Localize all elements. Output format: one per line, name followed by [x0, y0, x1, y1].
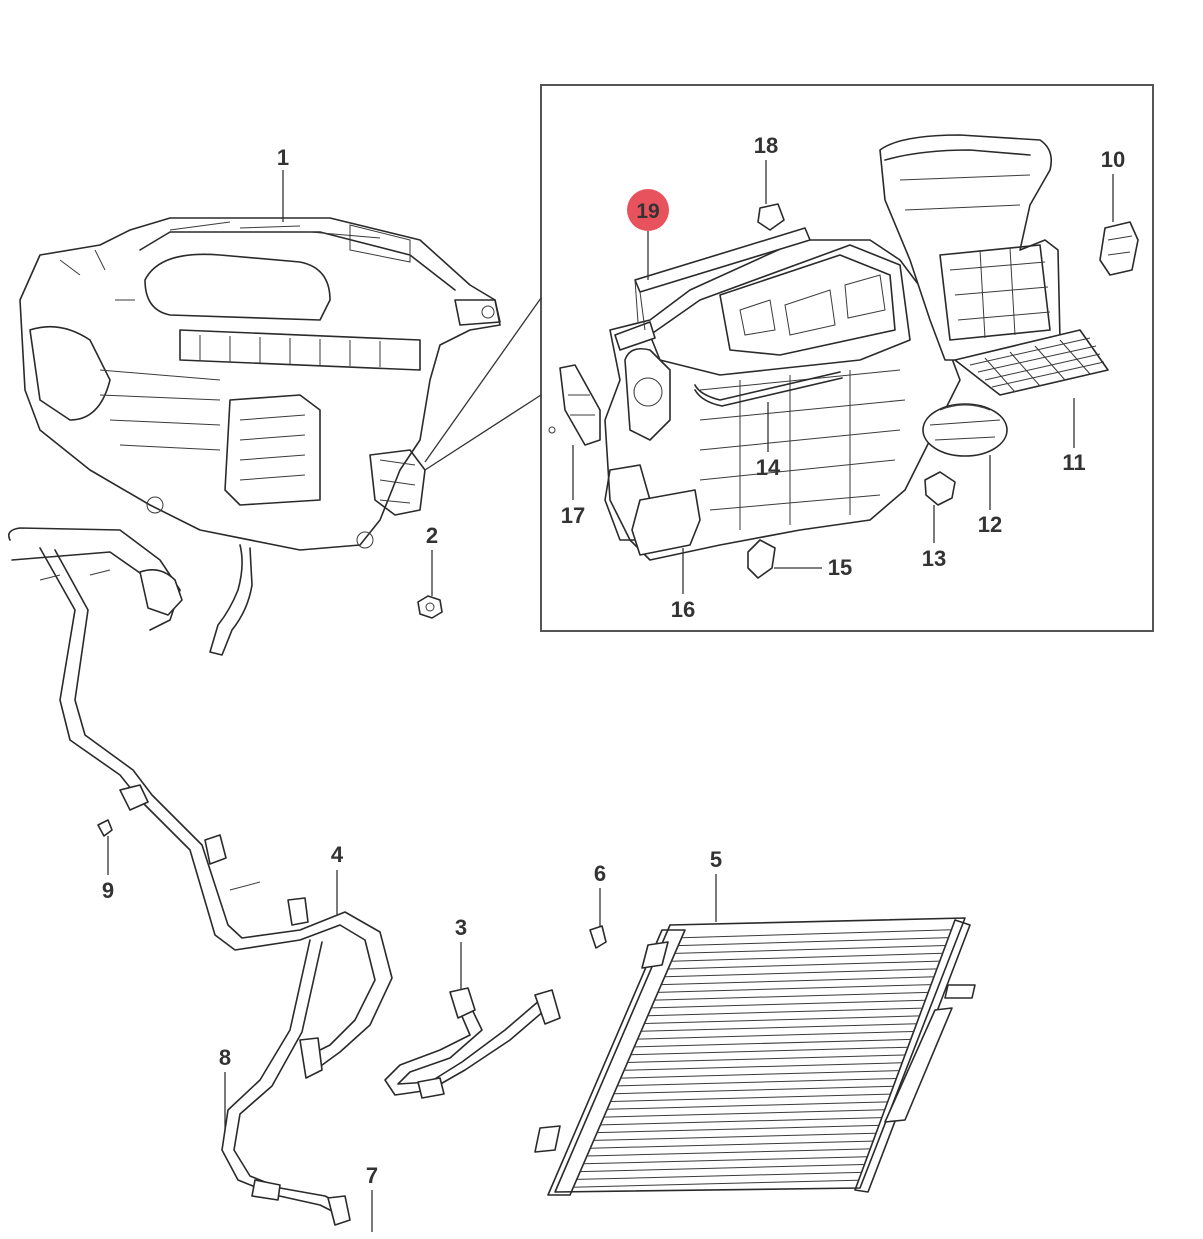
callout-19-highlight-badge [627, 189, 669, 231]
part-14-tube[interactable] [694, 371, 843, 407]
part-4-refrigerant-pipe[interactable] [7, 527, 393, 1079]
callout-14: 14 [756, 455, 781, 480]
condenser-fin [573, 1179, 858, 1188]
condenser-fin [610, 1093, 891, 1102]
condenser-fin [664, 968, 938, 978]
condenser-fin [644, 1015, 920, 1024]
callout-1: 1 [277, 145, 289, 170]
callout-3: 3 [455, 915, 467, 940]
condenser-fins [573, 929, 953, 1188]
condenser-fin [607, 1101, 888, 1110]
callout-17: 17 [561, 503, 585, 528]
part-6-screw[interactable] [589, 925, 607, 949]
condenser-fin [674, 945, 947, 954]
condenser-fin [586, 1148, 870, 1157]
inset-connector-bottom [424, 394, 542, 471]
callout-2: 2 [426, 523, 438, 548]
condenser-fin [603, 1109, 885, 1118]
condenser-fin [617, 1078, 897, 1087]
condenser-fin [647, 1007, 923, 1017]
part-9-screw[interactable] [97, 819, 113, 837]
callout-11: 11 [1062, 450, 1085, 475]
part-16-panel[interactable] [631, 489, 701, 556]
part-10-actuator[interactable] [1099, 221, 1139, 276]
condenser-fin [620, 1070, 900, 1079]
part-18-plug[interactable] [757, 203, 785, 231]
part-3-hose[interactable] [384, 987, 561, 1099]
condenser-fin [624, 1062, 903, 1071]
part-8-refrigerant-hose[interactable] [221, 939, 351, 1226]
part-13-fastener[interactable] [924, 471, 956, 506]
callout-10: 10 [1101, 147, 1125, 172]
condenser-fin [678, 937, 950, 947]
condenser-fin [593, 1132, 876, 1141]
condenser-fin [630, 1046, 908, 1056]
condenser-fin [580, 1164, 864, 1173]
callout-4: 4 [331, 842, 344, 867]
part-15-clip[interactable] [747, 539, 776, 579]
inset-housing-body[interactable] [604, 239, 961, 561]
callout-5: 5 [710, 847, 722, 872]
callout-16: 16 [671, 597, 695, 622]
condenser-fin [671, 952, 944, 962]
callout-19: 19 [636, 200, 659, 223]
part-19-seal-strip[interactable] [614, 227, 811, 351]
part-1-hvac-housing[interactable] [19, 217, 501, 656]
condenser-fin [627, 1054, 906, 1063]
condenser-fin [613, 1085, 894, 1095]
part-12-blower-motor[interactable] [922, 403, 1008, 457]
condenser-fin [661, 976, 935, 986]
callout-12: 12 [978, 512, 1002, 537]
callout-7: 7 [366, 1163, 378, 1188]
condenser-fin [600, 1117, 882, 1126]
callout-8: 8 [219, 1045, 231, 1070]
condenser-fin [590, 1140, 873, 1149]
inset-blower-duct[interactable] [879, 134, 1061, 361]
callout-13: 13 [922, 546, 946, 571]
condenser-fin [583, 1156, 867, 1165]
part-17-bracket[interactable] [548, 364, 601, 446]
part-5-condenser[interactable] [534, 917, 976, 1196]
condenser-fin [654, 991, 929, 1001]
condenser-fin [597, 1124, 879, 1134]
condenser-fin [637, 1031, 914, 1040]
part-2-nut[interactable] [417, 595, 443, 619]
condenser-fin [576, 1171, 861, 1180]
callout-18: 18 [754, 133, 778, 158]
condenser-fin [651, 999, 926, 1009]
detail-inset-frame [540, 84, 1154, 632]
callout-15: 15 [828, 555, 852, 580]
part-11-filter[interactable] [954, 329, 1109, 396]
inset-connector-top [424, 297, 542, 463]
callout-6: 6 [594, 861, 606, 886]
condenser-fin [681, 929, 953, 939]
condenser-fin [634, 1038, 911, 1048]
condenser-fin [657, 984, 932, 993]
condenser-fin [668, 960, 941, 970]
callout-9: 9 [102, 878, 114, 903]
condenser-fin [640, 1023, 917, 1032]
